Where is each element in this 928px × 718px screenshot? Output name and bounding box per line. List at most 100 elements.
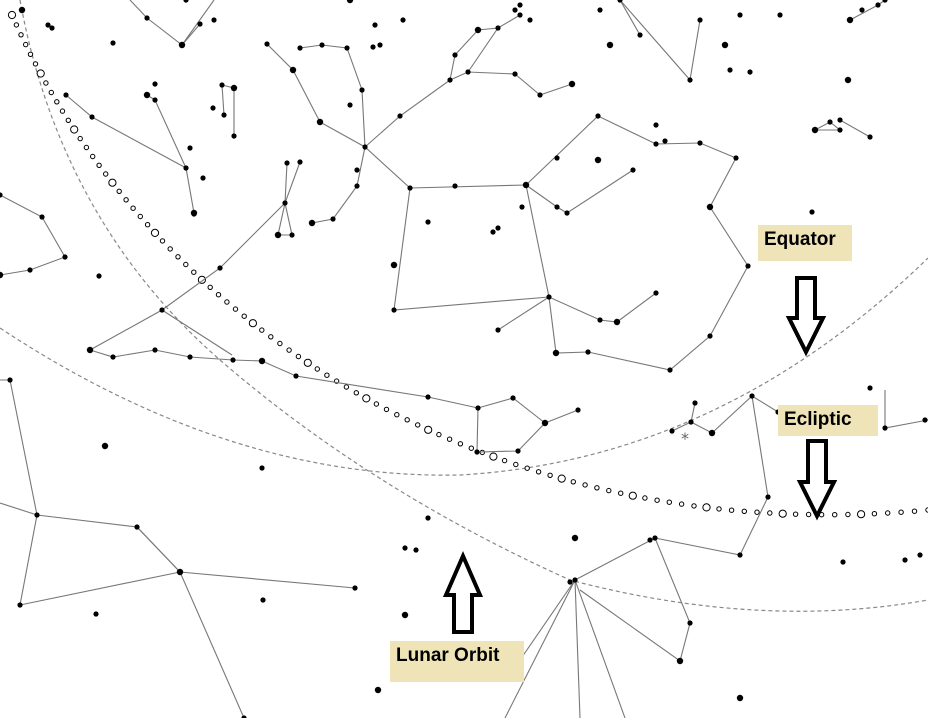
- ecliptic-dot: [268, 334, 274, 340]
- star: [289, 66, 297, 74]
- arrow-up-icon: [442, 550, 484, 634]
- star: [187, 145, 193, 151]
- star: [152, 97, 158, 103]
- ecliptic-dot: [383, 406, 390, 413]
- star: [575, 407, 581, 413]
- star: [89, 114, 95, 120]
- ecliptic-dot: [513, 461, 519, 468]
- equator-label-bg: [758, 225, 852, 261]
- star: [260, 597, 266, 603]
- star: [159, 307, 165, 313]
- star: [152, 81, 158, 87]
- ecliptic-dot: [489, 452, 498, 461]
- ecliptic-dot: [436, 431, 442, 438]
- star: [465, 69, 471, 75]
- star: [568, 80, 576, 88]
- star: [359, 87, 365, 93]
- star: [183, 165, 189, 171]
- star: [669, 428, 675, 434]
- ecliptic-dot: [832, 512, 838, 518]
- star: [152, 347, 158, 353]
- ecliptic-dot: [582, 482, 588, 488]
- star: [18, 6, 26, 14]
- star: [293, 373, 299, 379]
- star: [362, 144, 368, 150]
- ecliptic-dot: [123, 197, 129, 203]
- ecliptic-dot: [654, 497, 660, 503]
- ecliptic-line: [7, 10, 928, 519]
- star: [241, 715, 247, 718]
- star: [282, 200, 288, 206]
- asterisk-icon: *: [681, 429, 689, 448]
- star: [844, 76, 852, 84]
- star: [687, 77, 693, 83]
- star: [630, 167, 636, 173]
- star: [475, 405, 481, 411]
- ecliptic-label-bg: [778, 405, 878, 436]
- star: [63, 92, 69, 98]
- ecliptic-dot: [18, 32, 24, 38]
- ecliptic-dot: [295, 353, 302, 360]
- ecliptic-dot: [259, 327, 265, 333]
- ecliptic-dot: [457, 441, 464, 447]
- star: [495, 225, 501, 231]
- arrow-down-icon: [796, 439, 838, 521]
- ecliptic-dot: [642, 495, 648, 501]
- star: [452, 52, 458, 58]
- star: [176, 568, 184, 576]
- ecliptic-dot: [778, 509, 787, 518]
- star: [144, 15, 150, 21]
- arrow-down-icon: [785, 276, 827, 357]
- star: [697, 17, 703, 23]
- star: [230, 84, 238, 92]
- ecliptic-dot: [373, 401, 380, 407]
- star: [613, 318, 621, 326]
- star: [352, 585, 358, 591]
- star: [882, 425, 888, 431]
- ecliptic-dot: [65, 117, 72, 124]
- ecliptic-dot: [167, 246, 173, 252]
- star: [474, 449, 480, 455]
- ecliptic-dot: [207, 284, 213, 290]
- star: [474, 26, 482, 34]
- star: [221, 112, 227, 118]
- ecliptic-dot: [362, 394, 371, 403]
- star: [512, 7, 518, 13]
- ecliptic-dot: [116, 188, 122, 195]
- star: [344, 45, 350, 51]
- star: [452, 183, 458, 189]
- ecliptic-dot: [215, 292, 222, 298]
- star: [143, 91, 151, 99]
- star: [917, 552, 923, 558]
- ecliptic-dot: [792, 511, 799, 517]
- ecliptic-dot: [150, 228, 160, 237]
- ecliptic-dot: [424, 425, 433, 434]
- ecliptic-dot: [241, 313, 247, 319]
- star: [688, 419, 694, 425]
- star: [390, 261, 398, 269]
- star: [737, 12, 743, 18]
- star: [837, 117, 843, 123]
- ecliptic-dot: [96, 162, 102, 169]
- star: [706, 203, 714, 211]
- ecliptic-dot: [678, 501, 685, 507]
- star: [765, 494, 771, 500]
- ecliptic-dot: [144, 222, 151, 228]
- star: [425, 219, 431, 225]
- star: [62, 254, 68, 260]
- ecliptic-dot: [594, 485, 600, 491]
- ecliptic-dot: [911, 508, 918, 514]
- star: [827, 119, 833, 125]
- ecliptic-dot: [70, 125, 79, 134]
- ecliptic-dot: [741, 508, 747, 514]
- star: [517, 12, 523, 18]
- star: [594, 156, 602, 164]
- star: [902, 557, 908, 563]
- star: [882, 0, 888, 3]
- star: [617, 0, 623, 3]
- ecliptic-dot: [77, 135, 83, 142]
- star: [274, 231, 282, 239]
- star: [17, 602, 23, 608]
- star: [86, 346, 94, 354]
- star: [200, 175, 206, 181]
